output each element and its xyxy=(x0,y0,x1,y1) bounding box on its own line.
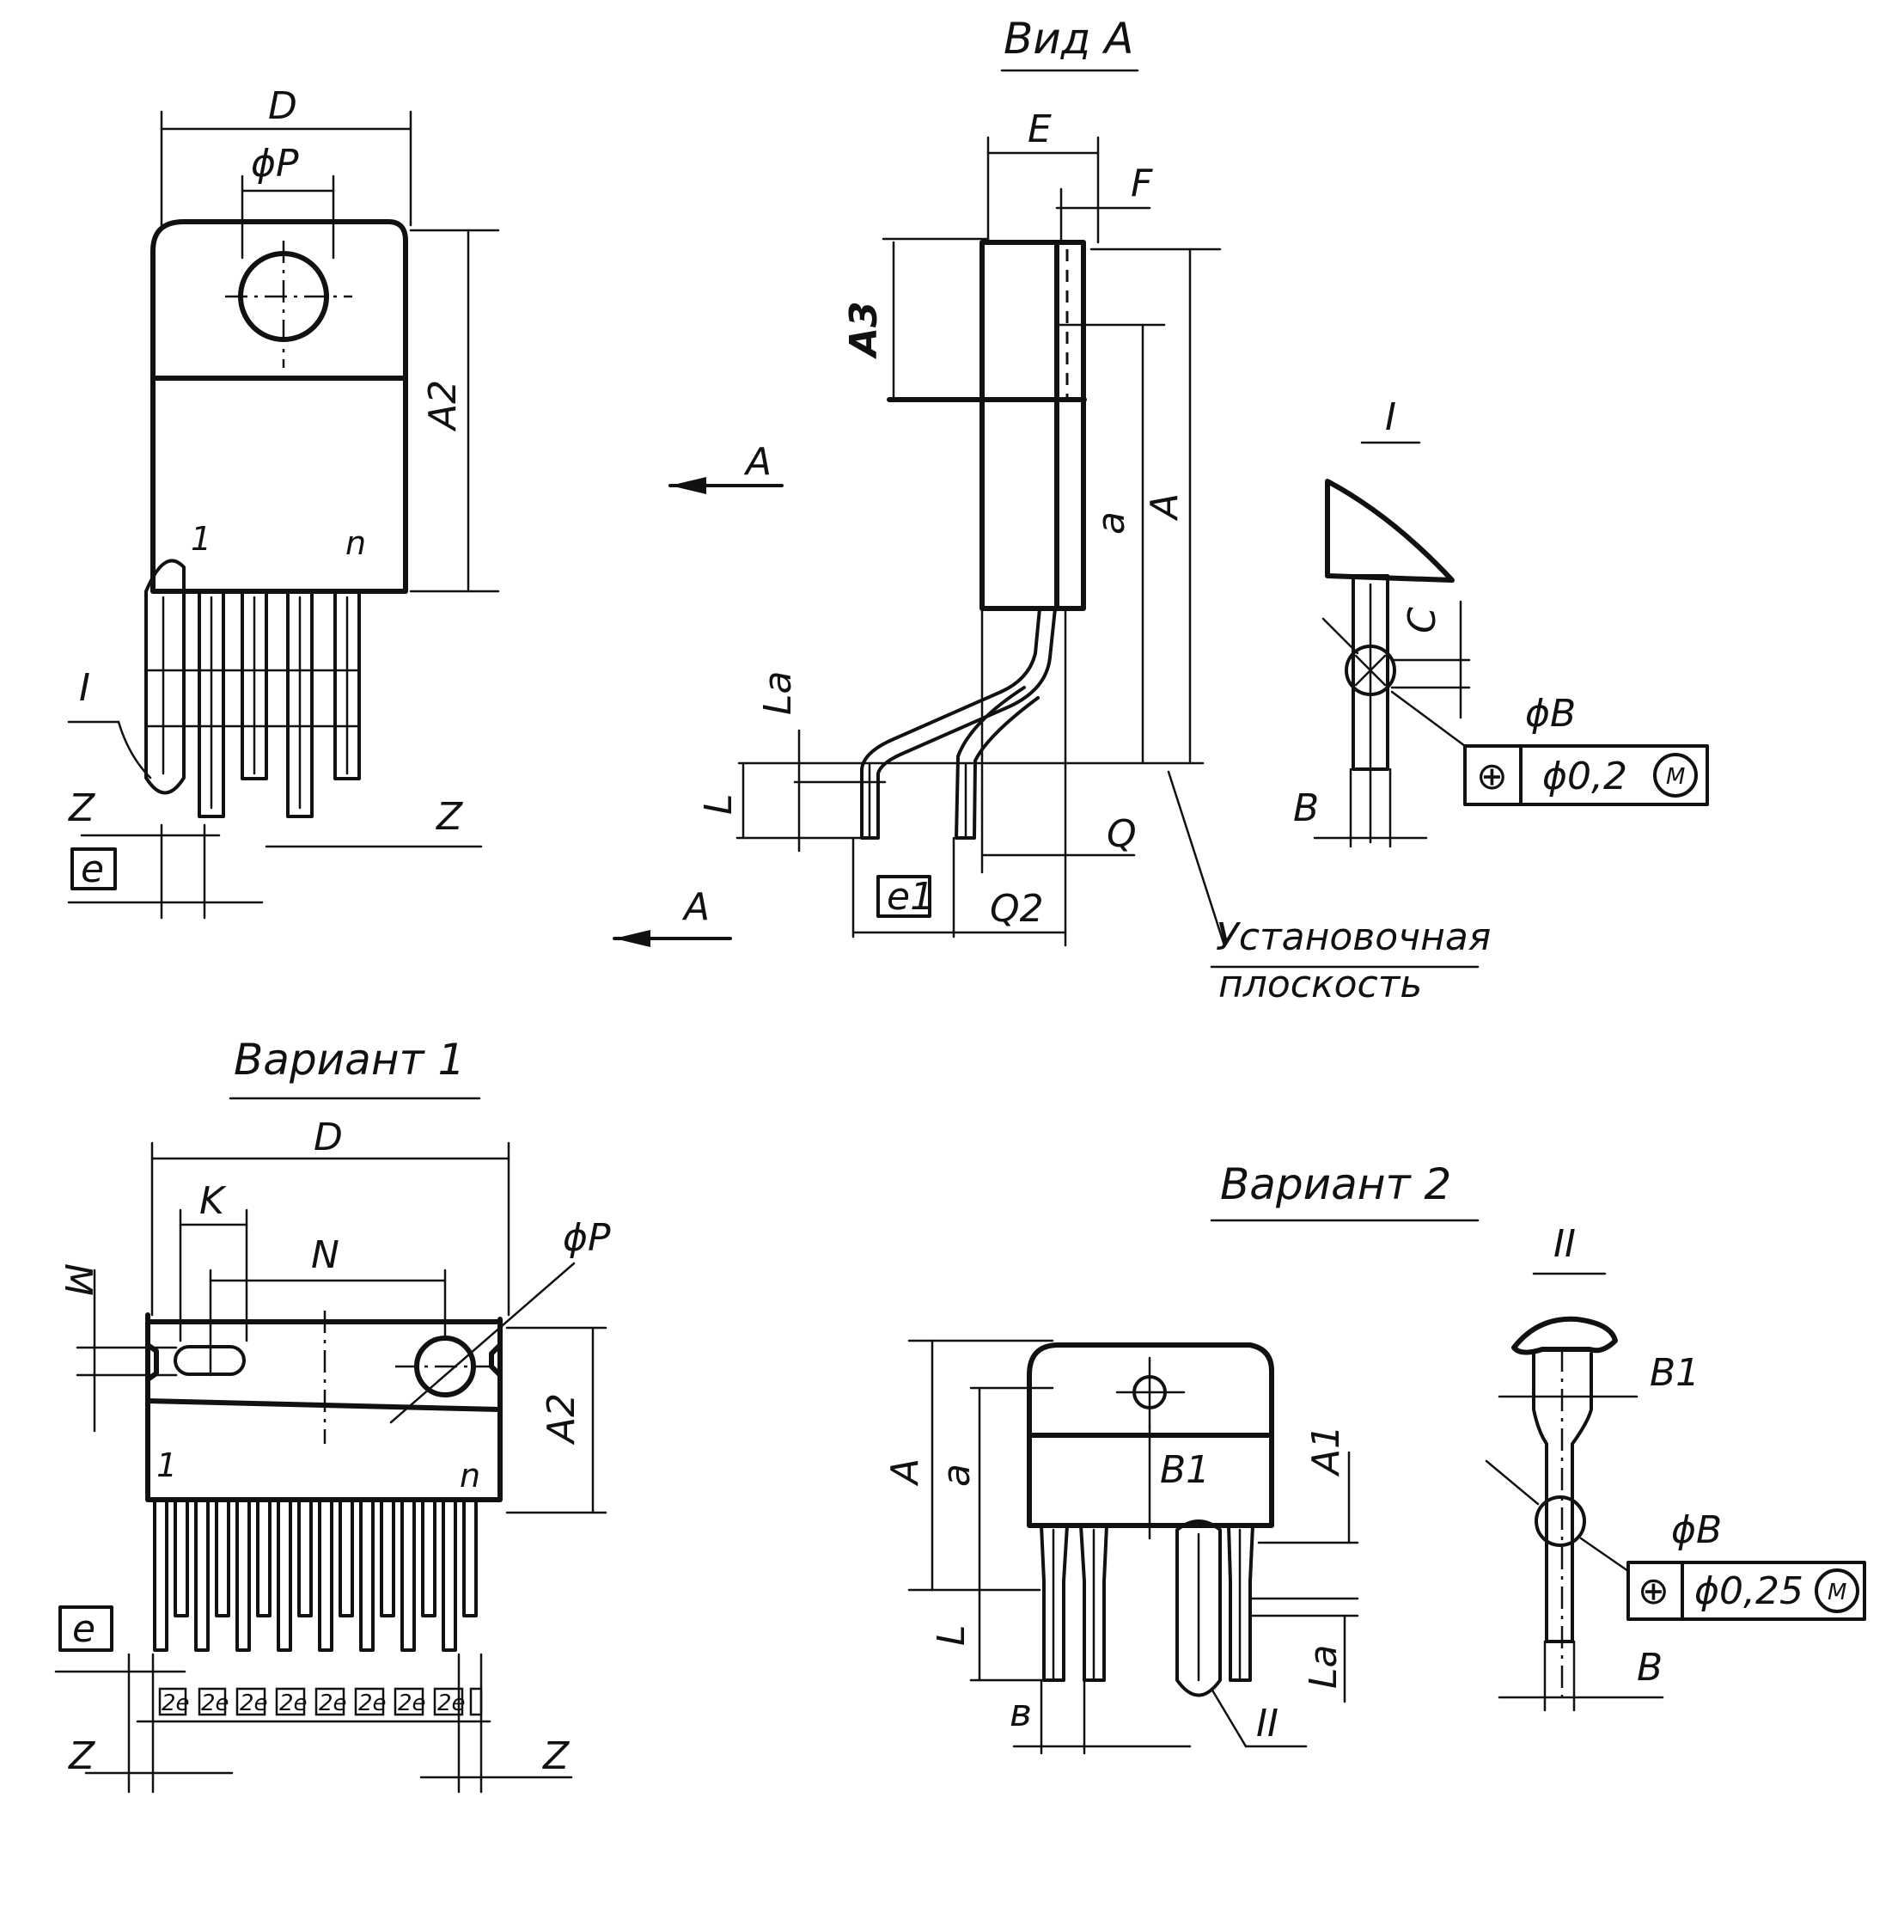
dim-phiP: ϕP xyxy=(251,142,299,186)
dim-A1: A1 xyxy=(1304,1425,1348,1477)
view-arrow-A-top: A xyxy=(743,440,772,484)
dim-K: K xyxy=(199,1179,227,1223)
dim-Z-v1-right: Z xyxy=(542,1734,570,1778)
dim-L-v2: L xyxy=(930,1624,973,1646)
dim-E: E xyxy=(1028,107,1052,151)
pitch-2e-1: 2e xyxy=(162,1690,190,1716)
dim-B-1: B xyxy=(1293,786,1319,830)
pitch-2e-5: 2e xyxy=(319,1690,347,1716)
dim-Z-right: Z xyxy=(436,795,463,839)
dim-M: M xyxy=(56,1263,100,1296)
dim-e: e xyxy=(81,847,104,891)
v1-pin-n-label: n xyxy=(460,1457,480,1495)
variant1-title: Вариант 1 xyxy=(234,1035,465,1085)
detail-II-label: II xyxy=(1256,1702,1278,1746)
tolerance-1-symbol: ⊕ xyxy=(1476,755,1508,798)
pin-1-label: 1 xyxy=(191,520,211,558)
front-view-leads xyxy=(144,559,361,818)
dim-A3: A3 xyxy=(842,301,886,359)
tolerance-1-value: ϕ0,2 xyxy=(1542,755,1627,798)
pitch-2e-7: 2e xyxy=(398,1690,426,1716)
pitch-2e-4: 2e xyxy=(279,1690,308,1716)
tolerance-2-value: ϕ0,25 xyxy=(1694,1569,1803,1613)
dim-phiB-2: ϕB xyxy=(1671,1508,1722,1552)
view-arrow-A-bottom: A xyxy=(681,885,710,929)
dim-B-2: B xyxy=(1637,1646,1663,1690)
dim-A-side: A xyxy=(1143,493,1187,522)
detail-I-label: I xyxy=(79,666,90,710)
dim-L-side: L xyxy=(697,793,741,815)
detail-II: II B1 ϕB ⊕ ϕ0,25 M B xyxy=(1485,1222,1866,1712)
pitch-2e-8: 2e xyxy=(437,1690,466,1716)
detail-I-title: I xyxy=(1385,395,1396,439)
dim-Q: Q xyxy=(1107,812,1137,856)
dim-D-v1: D xyxy=(314,1116,343,1159)
tolerance-1-modifier: M xyxy=(1666,764,1685,790)
tolerance-frame-1 xyxy=(1463,744,1709,806)
dim-Q2: Q2 xyxy=(990,887,1044,931)
pitch-2e-3: 2e xyxy=(240,1690,268,1716)
tolerance-frame-2 xyxy=(1626,1561,1866,1621)
pin-n-label: n xyxy=(345,524,366,562)
dim-C: C xyxy=(1401,607,1444,633)
pitch-2e-6: 2e xyxy=(358,1690,387,1716)
variant2-view: Вариант 2 A a L B1 xyxy=(883,1159,1480,1755)
plane-note-2: плоскость xyxy=(1218,963,1422,1006)
detail-I: I C ϕB ⊕ ϕ0,2 M B xyxy=(1293,395,1709,848)
dim-Z-v1-left: Z xyxy=(68,1734,95,1778)
variant2-body xyxy=(1027,1342,1274,1528)
dim-phiB-1: ϕB xyxy=(1525,692,1576,736)
dim-N: N xyxy=(311,1233,339,1277)
dim-b-v2: в xyxy=(1010,1691,1032,1735)
dim-e-v1: e xyxy=(72,1607,95,1651)
dim-D: D xyxy=(268,84,297,128)
front-view-body xyxy=(150,219,408,594)
variant2-leads xyxy=(1040,1519,1254,1697)
v1-pin-1-label: 1 xyxy=(156,1446,177,1484)
dim-e1: e1 xyxy=(887,875,934,919)
plane-note-1: Установочная xyxy=(1216,915,1491,959)
detail-II-title: II xyxy=(1553,1222,1576,1266)
side-view-lead xyxy=(860,607,1057,840)
pitch-2e-2: 2e xyxy=(201,1690,229,1716)
side-view-body xyxy=(979,240,1086,611)
dim-La: La xyxy=(756,671,800,715)
tolerance-2-modifier: M xyxy=(1828,1580,1846,1605)
side-view: Вид А E F A3 a A Установочная плоскос xyxy=(613,14,1491,1006)
dim-Z-left: Z xyxy=(68,786,95,830)
dim-A2-v1: A2 xyxy=(540,1393,583,1446)
view-a-title: Вид А xyxy=(1004,14,1133,64)
dim-A-v2: A xyxy=(883,1458,927,1487)
dim-a-side: a xyxy=(1089,511,1133,535)
variant1-view: Вариант 1 xyxy=(54,1035,611,1794)
dim-La-v2: La xyxy=(1302,1645,1346,1689)
dim-a-v2: a xyxy=(935,1464,979,1487)
dim-B1-v2: B1 xyxy=(1160,1448,1210,1492)
dim-B1-detail: B1 xyxy=(1650,1351,1700,1395)
pitch-2e-boxes: 2e 2e 2e 2e 2e 2e 2e 2e xyxy=(158,1687,483,1716)
front-view: D ϕP A2 1 n I Z Z e xyxy=(67,84,500,920)
dim-A2: A2 xyxy=(421,380,465,432)
dim-phiP-v1: ϕP xyxy=(563,1216,611,1260)
tolerance-2-symbol: ⊕ xyxy=(1638,1569,1669,1613)
variant2-title: Вариант 2 xyxy=(1220,1159,1451,1209)
variant1-leads xyxy=(153,1498,478,1652)
dim-F: F xyxy=(1131,162,1153,205)
